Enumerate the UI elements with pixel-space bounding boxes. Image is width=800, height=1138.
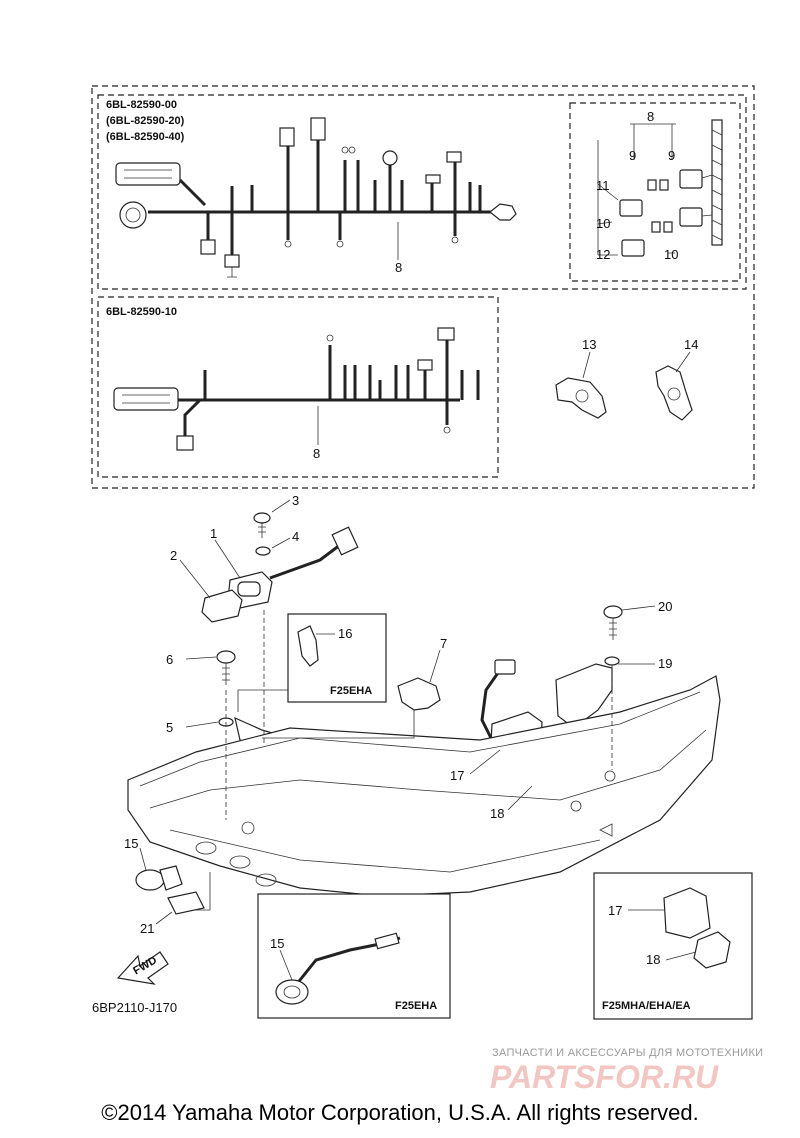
grommet-seal xyxy=(201,589,243,623)
seal-18-alt xyxy=(693,931,731,969)
bracket-19 xyxy=(555,663,613,729)
callout-harness-top: 8 xyxy=(395,260,402,275)
washer-19 xyxy=(604,656,620,666)
detail-ref-9a: 9 xyxy=(629,148,636,163)
screw-3 xyxy=(253,512,271,538)
callout-4: 4 xyxy=(292,529,299,544)
detail-ref-9b: 9 xyxy=(668,148,675,163)
watermark-brand: PARTSFOR.RU xyxy=(490,1059,719,1095)
connector-box-17-alt xyxy=(663,887,711,939)
callout-18: 18 xyxy=(490,806,504,821)
inset-bottom-ref: 15 xyxy=(270,936,284,951)
callout-7: 7 xyxy=(440,636,447,651)
wire-harness-bottom xyxy=(113,327,480,451)
callout-19: 19 xyxy=(658,656,672,671)
connector-detail xyxy=(619,119,723,257)
label-21 xyxy=(167,891,205,915)
clip-13 xyxy=(555,377,607,419)
plug-15 xyxy=(135,865,183,891)
callout-6: 6 xyxy=(166,652,173,667)
inset-mha-label: F25MHA/EHA/EA xyxy=(602,1000,691,1012)
bolt-6 xyxy=(216,650,236,685)
cable-connector xyxy=(269,526,359,580)
callout-3: 3 xyxy=(292,493,299,508)
callout-20: 20 xyxy=(658,599,672,614)
callout-1: 1 xyxy=(210,526,217,541)
callout-5: 5 xyxy=(166,720,173,735)
harness-variant-box-bottom xyxy=(97,296,499,478)
bolt-20 xyxy=(603,605,623,640)
harness-code-alt: 6BL-82590-10 xyxy=(106,306,177,318)
detail-ref-10a: 10 xyxy=(596,216,610,231)
callout-17: 17 xyxy=(450,768,464,783)
harness-code-3: (6BL-82590-40) xyxy=(106,131,185,143)
harness-variant-box-top xyxy=(97,94,747,290)
clamp-16 xyxy=(297,625,319,667)
inset-mha-ref18: 18 xyxy=(646,952,660,967)
detail-ref-11: 11 xyxy=(596,178,610,193)
bottom-cowling xyxy=(127,675,721,897)
harness-code-2: (6BL-82590-20) xyxy=(106,115,185,127)
detail-ref-8: 8 xyxy=(647,109,654,124)
callout-harness-bottom: 8 xyxy=(313,446,320,461)
callout-2: 2 xyxy=(170,548,177,563)
detail-ref-10b: 10 xyxy=(664,247,678,262)
connector-detail-box xyxy=(569,102,741,282)
harness-code-1: 6BL-82590-00 xyxy=(106,99,177,111)
callout-21: 21 xyxy=(140,921,154,936)
inset-bottom-label: F25EHA xyxy=(395,1000,437,1012)
wire-harness-top xyxy=(115,117,517,278)
inset-top-label: F25EHA xyxy=(330,685,372,697)
callout-14: 14 xyxy=(684,337,698,352)
callout-15: 15 xyxy=(124,836,138,851)
inset-mha-ref17: 17 xyxy=(608,903,622,918)
callout-13: 13 xyxy=(582,337,596,352)
copyright-notice: ©2014 Yamaha Motor Corporation, U.S.A. A… xyxy=(101,1100,699,1125)
switch-15 xyxy=(275,932,401,1005)
fwd-arrow: FWD xyxy=(116,951,169,985)
clamp-7 xyxy=(397,677,441,720)
washer-4 xyxy=(255,546,271,556)
inset-top-ref: 16 xyxy=(338,626,352,641)
detail-ref-12: 12 xyxy=(596,247,610,262)
clip-14 xyxy=(655,365,693,421)
drawing-code: 6BP2110-J170 xyxy=(92,1000,177,1015)
harness-group-box xyxy=(91,85,755,489)
watermark-tagline: ЗАПЧАСТИ И АКСЕССУАРЫ ДЛЯ МОТОТЕХНИКИ xyxy=(492,1047,763,1059)
